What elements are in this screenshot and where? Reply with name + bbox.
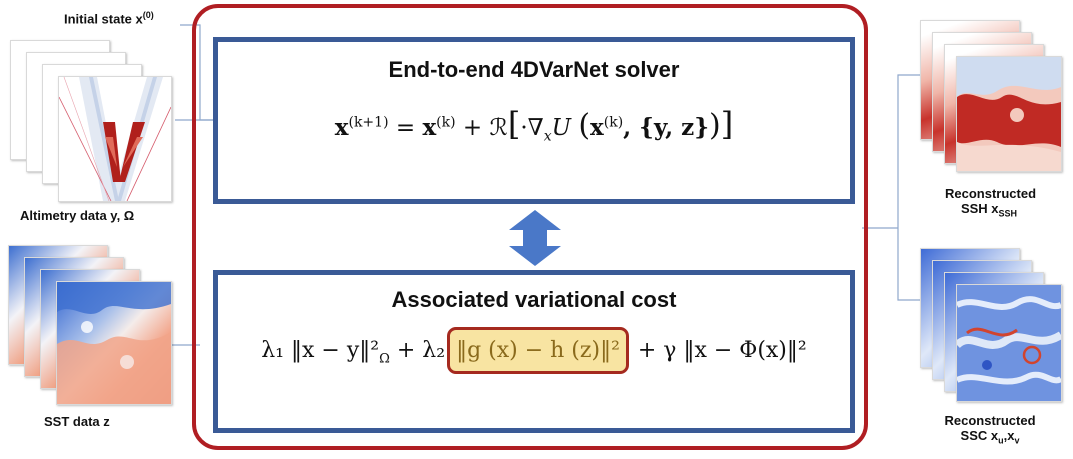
- eq-paren-close: ): [709, 108, 721, 143]
- cost-term-data-sub: Ω: [379, 351, 390, 367]
- eq-x-sup: (k): [436, 114, 456, 131]
- sst-card-4: [56, 281, 172, 405]
- cost-term-data: λ₁ ‖x − y‖²: [261, 338, 380, 363]
- ssc-label-sub-u: u: [998, 435, 1004, 446]
- ssc-label-sep: ,x: [1003, 428, 1015, 443]
- ssc-label-line1: Reconstructed: [944, 413, 1036, 428]
- ssh-label-line2: SSH x: [960, 201, 999, 216]
- cost-lambda2: + λ₂: [389, 338, 446, 363]
- eq-R: ℛ: [489, 115, 508, 141]
- ssh-label-line1: Reconstructed: [945, 186, 1037, 201]
- eq-paren-open: (: [578, 108, 591, 143]
- cost-panel: Associated variational cost λ₁ ‖x − y‖²Ω…: [213, 270, 855, 433]
- ssh-field-image: [957, 57, 1061, 171]
- eq-arg-x: x: [590, 114, 604, 141]
- altimetry-label: Altimetry data y, Ω: [20, 208, 135, 223]
- eq-x: x: [422, 114, 437, 141]
- eq-nabla-sub: x: [543, 128, 552, 145]
- ssc-image-stack: [920, 248, 1062, 406]
- ssc-label: Reconstructed SSC xu,xv: [940, 413, 1040, 446]
- solver-equation: x(k+1) = x(k) + ℛ[·∇xU (x(k), {y, z})]: [218, 105, 850, 145]
- initial-state-superscript: (0): [142, 10, 154, 20]
- eq-lhs-sup: (k+1): [348, 114, 389, 131]
- ssc-field-image: [957, 285, 1061, 401]
- ssc-label-sub-v: v: [1014, 435, 1020, 446]
- sst-label: SST data z: [44, 414, 110, 429]
- eq-equals: =: [388, 115, 423, 141]
- ssh-image-stack: [920, 20, 1062, 180]
- eq-arg-sup: (k): [603, 114, 624, 131]
- cost-term-prior: + γ ‖x − Φ(x)‖²: [630, 338, 807, 363]
- model-frame: [192, 4, 868, 450]
- eq-bracket-close: ]: [720, 105, 734, 143]
- eq-plus: +: [455, 115, 490, 141]
- cost-title: Associated variational cost: [391, 287, 677, 312]
- bidirectional-arrow-icon: [509, 210, 561, 266]
- altimetry-card-4: [58, 76, 172, 202]
- eq-lhs: x: [334, 114, 349, 141]
- eq-arg-rest: , {y, z}: [623, 114, 710, 141]
- cost-equation: λ₁ ‖x − y‖²Ω + λ₂‖g (x) − h (z)‖² + γ ‖x…: [218, 327, 850, 374]
- cost-highlight-term: ‖g (x) − h (z)‖²: [447, 327, 629, 374]
- sst-image-stack: [8, 245, 176, 405]
- eq-nabla: ·∇: [520, 115, 544, 141]
- eq-U: U: [551, 115, 571, 141]
- ssc-card-4: [956, 284, 1062, 402]
- ssc-label-line2: SSC x: [960, 428, 999, 443]
- sst-field-image: [57, 282, 171, 404]
- solver-panel: End-to-end 4DVarNet solver x(k+1) = x(k)…: [213, 37, 855, 204]
- altimetry-image-stack: [10, 40, 180, 202]
- ssh-card-4: [956, 56, 1062, 172]
- solver-title: End-to-end 4DVarNet solver: [388, 57, 680, 82]
- initial-state-label: Initial state x(0): [64, 10, 154, 26]
- altimetry-tracks-image: [59, 77, 171, 201]
- eq-bracket-open: [: [507, 105, 521, 143]
- initial-state-text: Initial state x: [64, 11, 143, 27]
- ssh-label-sub: SSH: [998, 208, 1018, 219]
- ssh-label: Reconstructed SSH xSSH: [945, 186, 1037, 219]
